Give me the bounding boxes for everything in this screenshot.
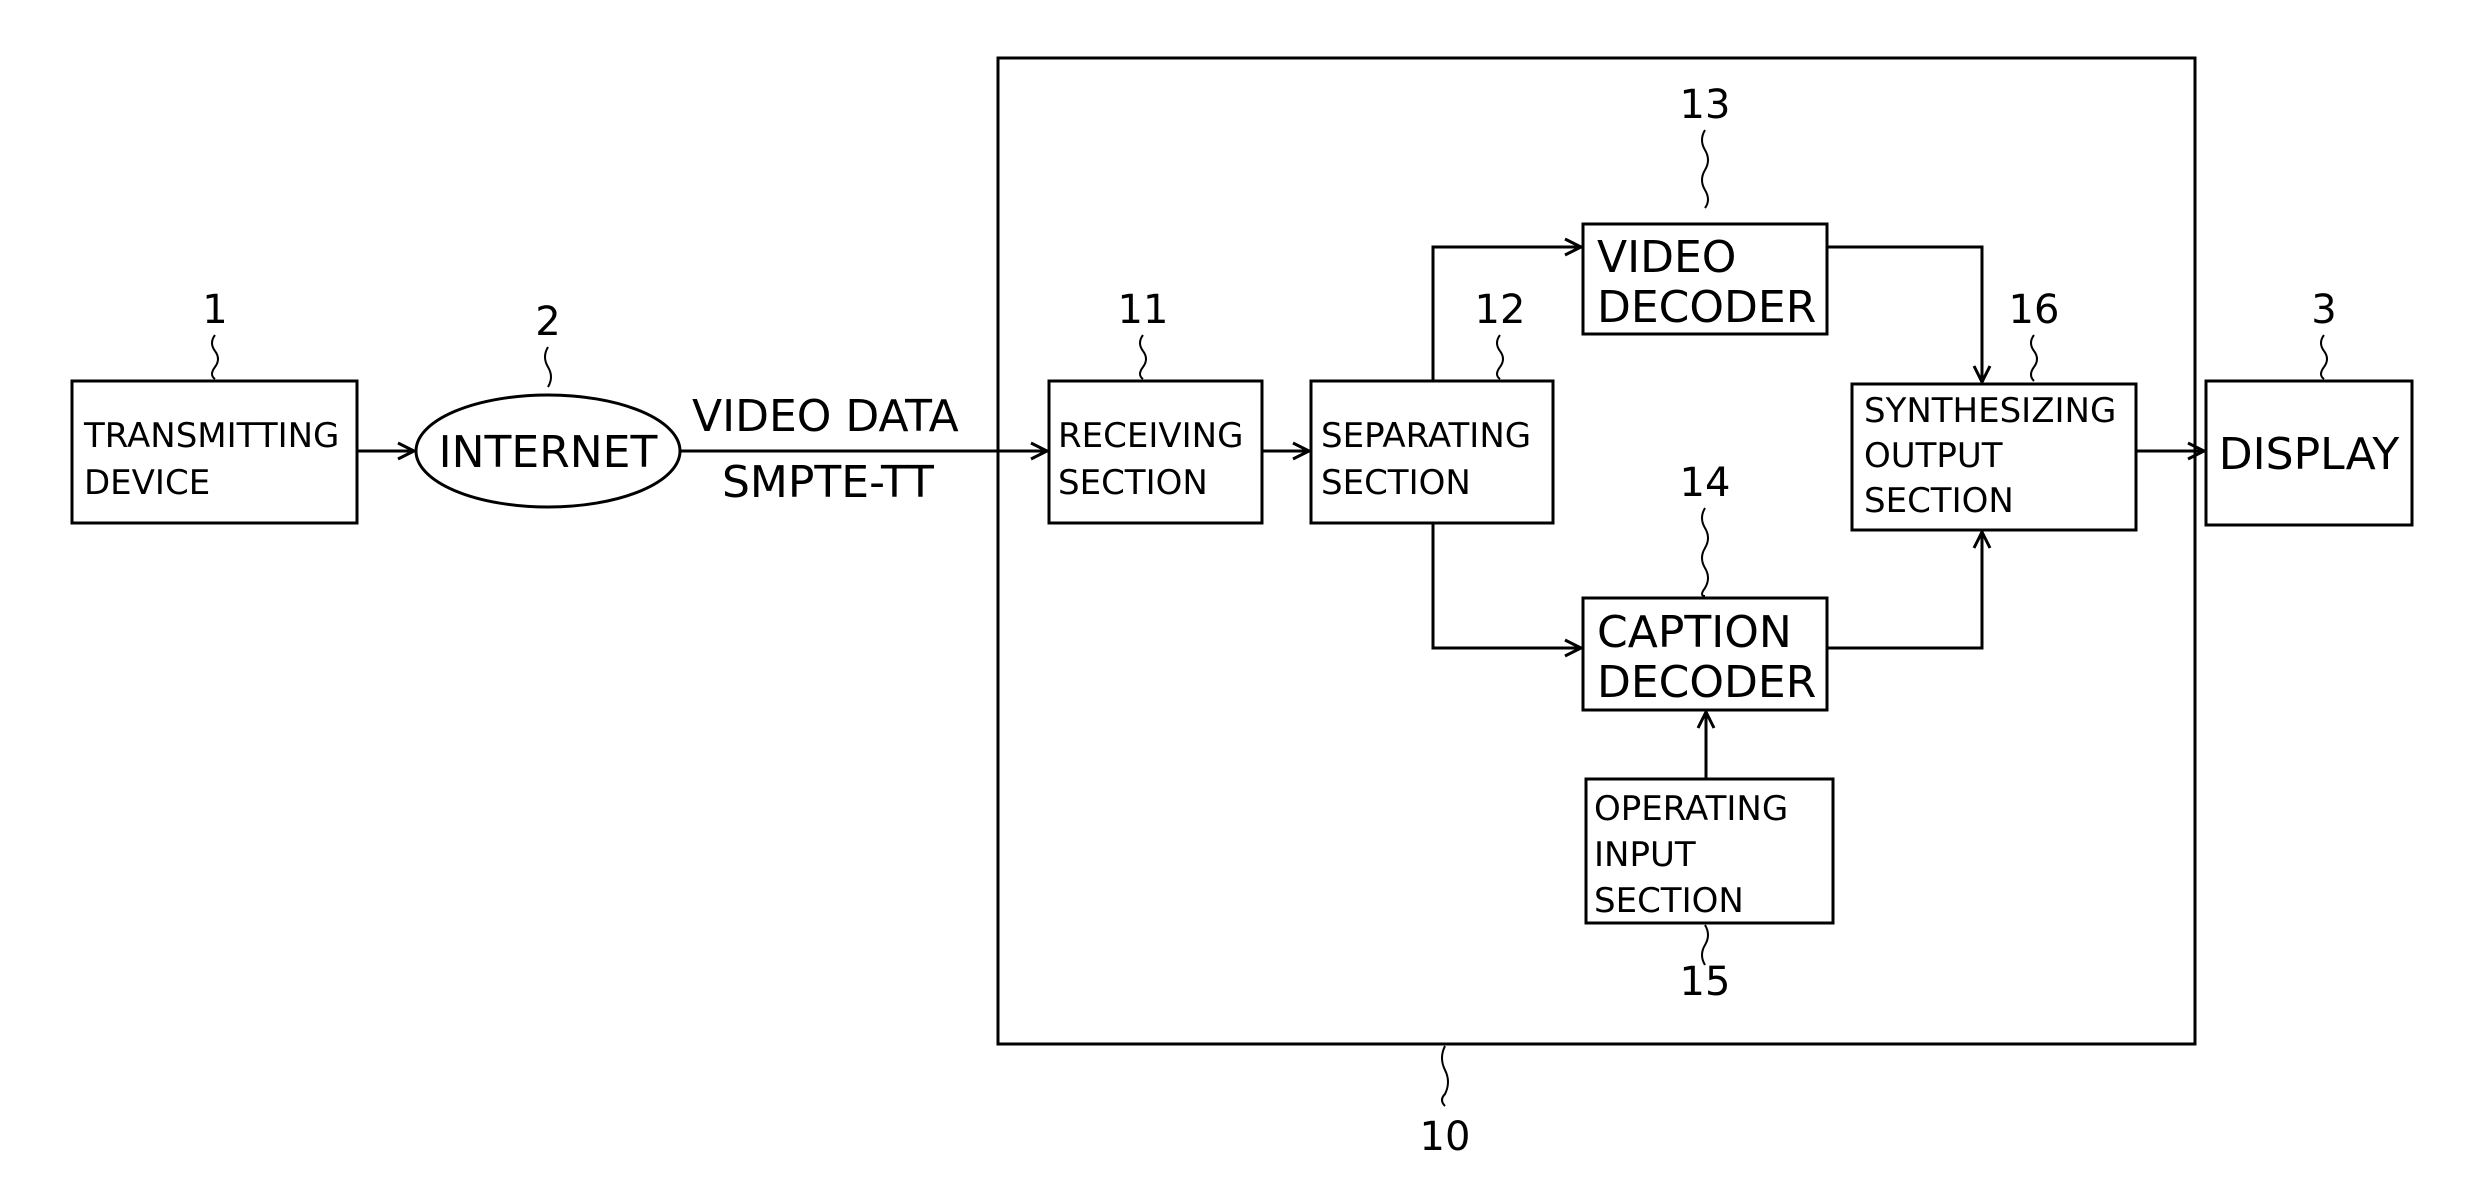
operating-input-label-2: INPUT — [1594, 835, 1696, 875]
video-decoder-label-1: VIDEO — [1597, 232, 1736, 283]
separating-section-label-2: SECTION — [1321, 463, 1471, 503]
ref-numeral-11: 11 — [1118, 287, 1169, 333]
ref-numeral-10: 10 — [1420, 1114, 1471, 1160]
ref-numeral-1: 1 — [202, 287, 227, 333]
caption-decoder-label-2: DECODER — [1597, 657, 1816, 708]
operating-input-section-block: OPERATING INPUT SECTION — [1586, 779, 1833, 923]
synthesizing-label-3: SECTION — [1864, 481, 2014, 521]
display-label: DISPLAY — [2219, 429, 2400, 480]
leader-line-10 — [1442, 1046, 1448, 1106]
separating-section-block: SEPARATING SECTION — [1311, 381, 1553, 523]
transmitting-device-label-2: DEVICE — [84, 463, 210, 503]
ref-numeral-12: 12 — [1475, 287, 1526, 333]
ref-numeral-14: 14 — [1680, 460, 1731, 506]
video-decoder-block: VIDEO DECODER — [1583, 224, 1827, 334]
ref-numeral-2: 2 — [535, 299, 560, 345]
display-block: DISPLAY — [2206, 381, 2412, 525]
synthesizing-output-section-block: SYNTHESIZING OUTPUT SECTION — [1852, 384, 2136, 530]
video-decoder-label-2: DECODER — [1597, 282, 1816, 333]
leader-line-1 — [212, 335, 218, 379]
operating-input-label-3: SECTION — [1594, 881, 1744, 921]
caption-decoder-label-1: CAPTION — [1597, 607, 1792, 658]
ref-numeral-13: 13 — [1680, 82, 1731, 128]
receiving-section-block: RECEIVING SECTION — [1049, 381, 1262, 523]
operating-input-label-1: OPERATING — [1594, 789, 1788, 829]
receiving-section-label-2: SECTION — [1058, 463, 1208, 503]
leader-line-3 — [2321, 335, 2327, 379]
transmitting-device-label-1: TRANSMITTING — [83, 416, 339, 456]
receiving-section-label-1: RECEIVING — [1058, 416, 1243, 456]
internet-label: INTERNET — [439, 427, 658, 478]
ref-numeral-3: 3 — [2311, 287, 2336, 333]
ref-numeral-15: 15 — [1680, 959, 1731, 1005]
transmitting-device-block: TRANSMITTING DEVICE — [72, 381, 357, 523]
caption-decoder-block: CAPTION DECODER — [1583, 598, 1827, 710]
internet-cloud: INTERNET — [416, 395, 680, 507]
leader-line-2 — [545, 347, 551, 387]
synthesizing-label-1: SYNTHESIZING — [1864, 391, 2116, 431]
link-label-video-data: VIDEO DATA — [692, 391, 959, 442]
link-label-smpte-tt: SMPTE-TT — [722, 457, 934, 508]
synthesizing-label-2: OUTPUT — [1864, 436, 2003, 476]
ref-numeral-16: 16 — [2009, 287, 2060, 333]
separating-section-label-1: SEPARATING — [1321, 416, 1531, 456]
